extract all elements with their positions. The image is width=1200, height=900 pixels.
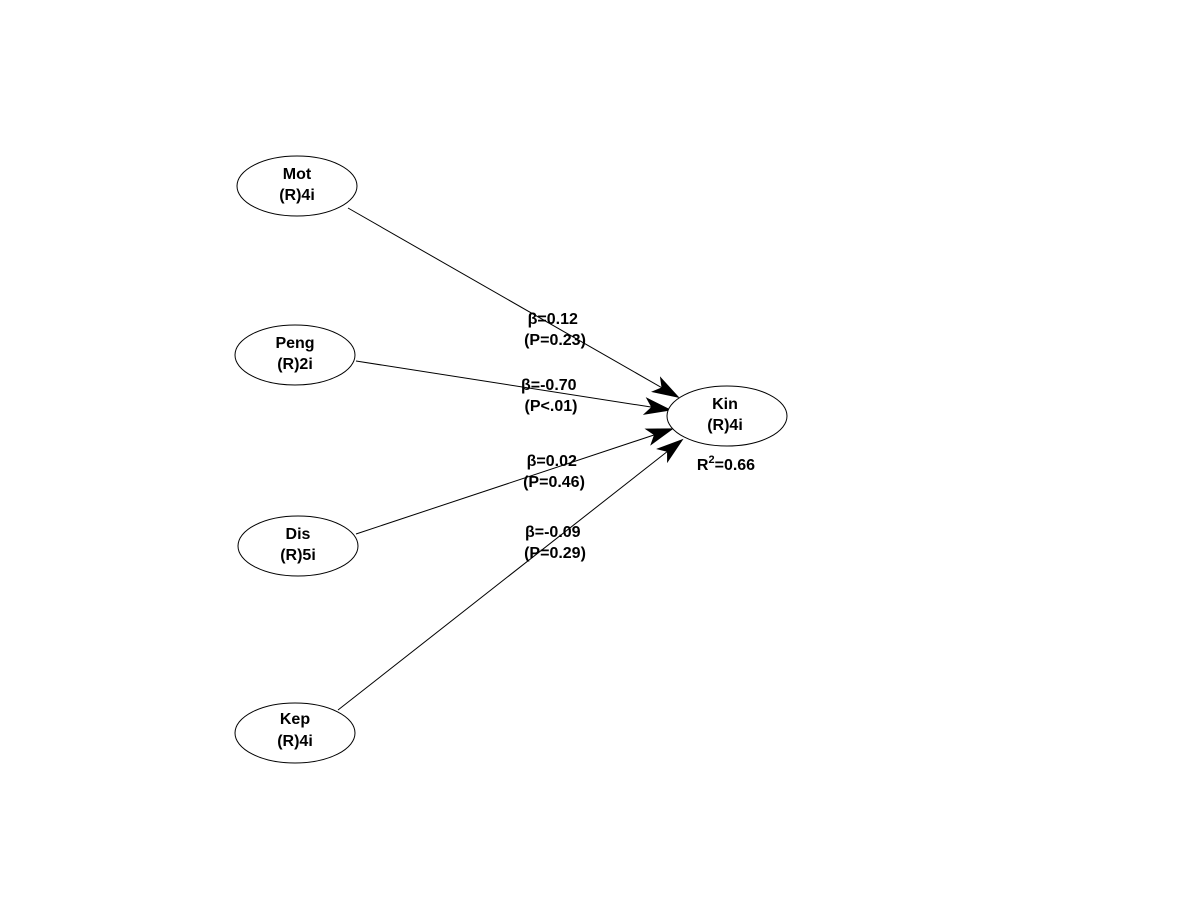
node-ellipse [237,515,359,577]
node-dis: Dis (R)5i [237,515,359,577]
r2-prefix: R [697,457,709,474]
path-arrow-peng-kin [355,360,672,415]
node-kin: Kin (R)4i R2=0.66 [666,385,788,474]
node-ellipse [234,324,356,386]
path-label-kep-kin: β=-0.09 (P=0.29) [524,524,586,562]
path-label-peng-kin: β=-0.70 (P<.01) [521,377,581,415]
node-ellipse [666,385,788,447]
beta-value: =0.02 [536,453,577,470]
node-kep: Kep (R)4i [234,702,356,764]
node-name: Kep [280,711,310,728]
beta-value: =-0.70 [531,377,577,394]
node-name: Mot [283,166,312,183]
path-arrow-mot-kin [347,207,680,398]
beta-value: =-0.09 [535,524,581,541]
beta-symbol: β [521,377,531,394]
r2-value: =0.66 [715,457,756,474]
node-ellipse [234,702,356,764]
p-value: (P=0.29) [524,545,586,562]
node-peng: Peng (R)2i [234,324,356,386]
p-value: (P=0.46) [523,474,585,491]
node-name: Dis [286,526,311,543]
node-ellipse [236,155,358,217]
node-name: Kin [712,396,738,413]
node-indicators: (R)5i [280,547,316,564]
r2-superscript: 2 [708,454,714,466]
node-indicators: (R)4i [277,733,313,750]
path-arrow-dis-kin [355,428,674,535]
path-label-mot-kin: β=0.12 (P=0.23) [524,311,586,349]
node-indicators: (R)4i [707,417,743,434]
node-name: Peng [275,335,314,352]
r-squared-label: R2=0.66 [697,454,755,474]
path-label-dis-kin: β=0.02 (P=0.46) [523,453,585,491]
p-value: (P=0.23) [524,332,586,349]
beta-symbol: β [525,524,535,541]
p-value: (P<.01) [525,398,578,415]
node-indicators: (R)2i [277,356,313,373]
beta-value: =0.12 [537,311,578,328]
beta-symbol: β [528,311,538,328]
node-indicators: (R)4i [279,187,315,204]
node-mot: Mot (R)4i [236,155,358,217]
path-arrow-kep-kin [337,438,684,711]
beta-symbol: β [527,453,537,470]
